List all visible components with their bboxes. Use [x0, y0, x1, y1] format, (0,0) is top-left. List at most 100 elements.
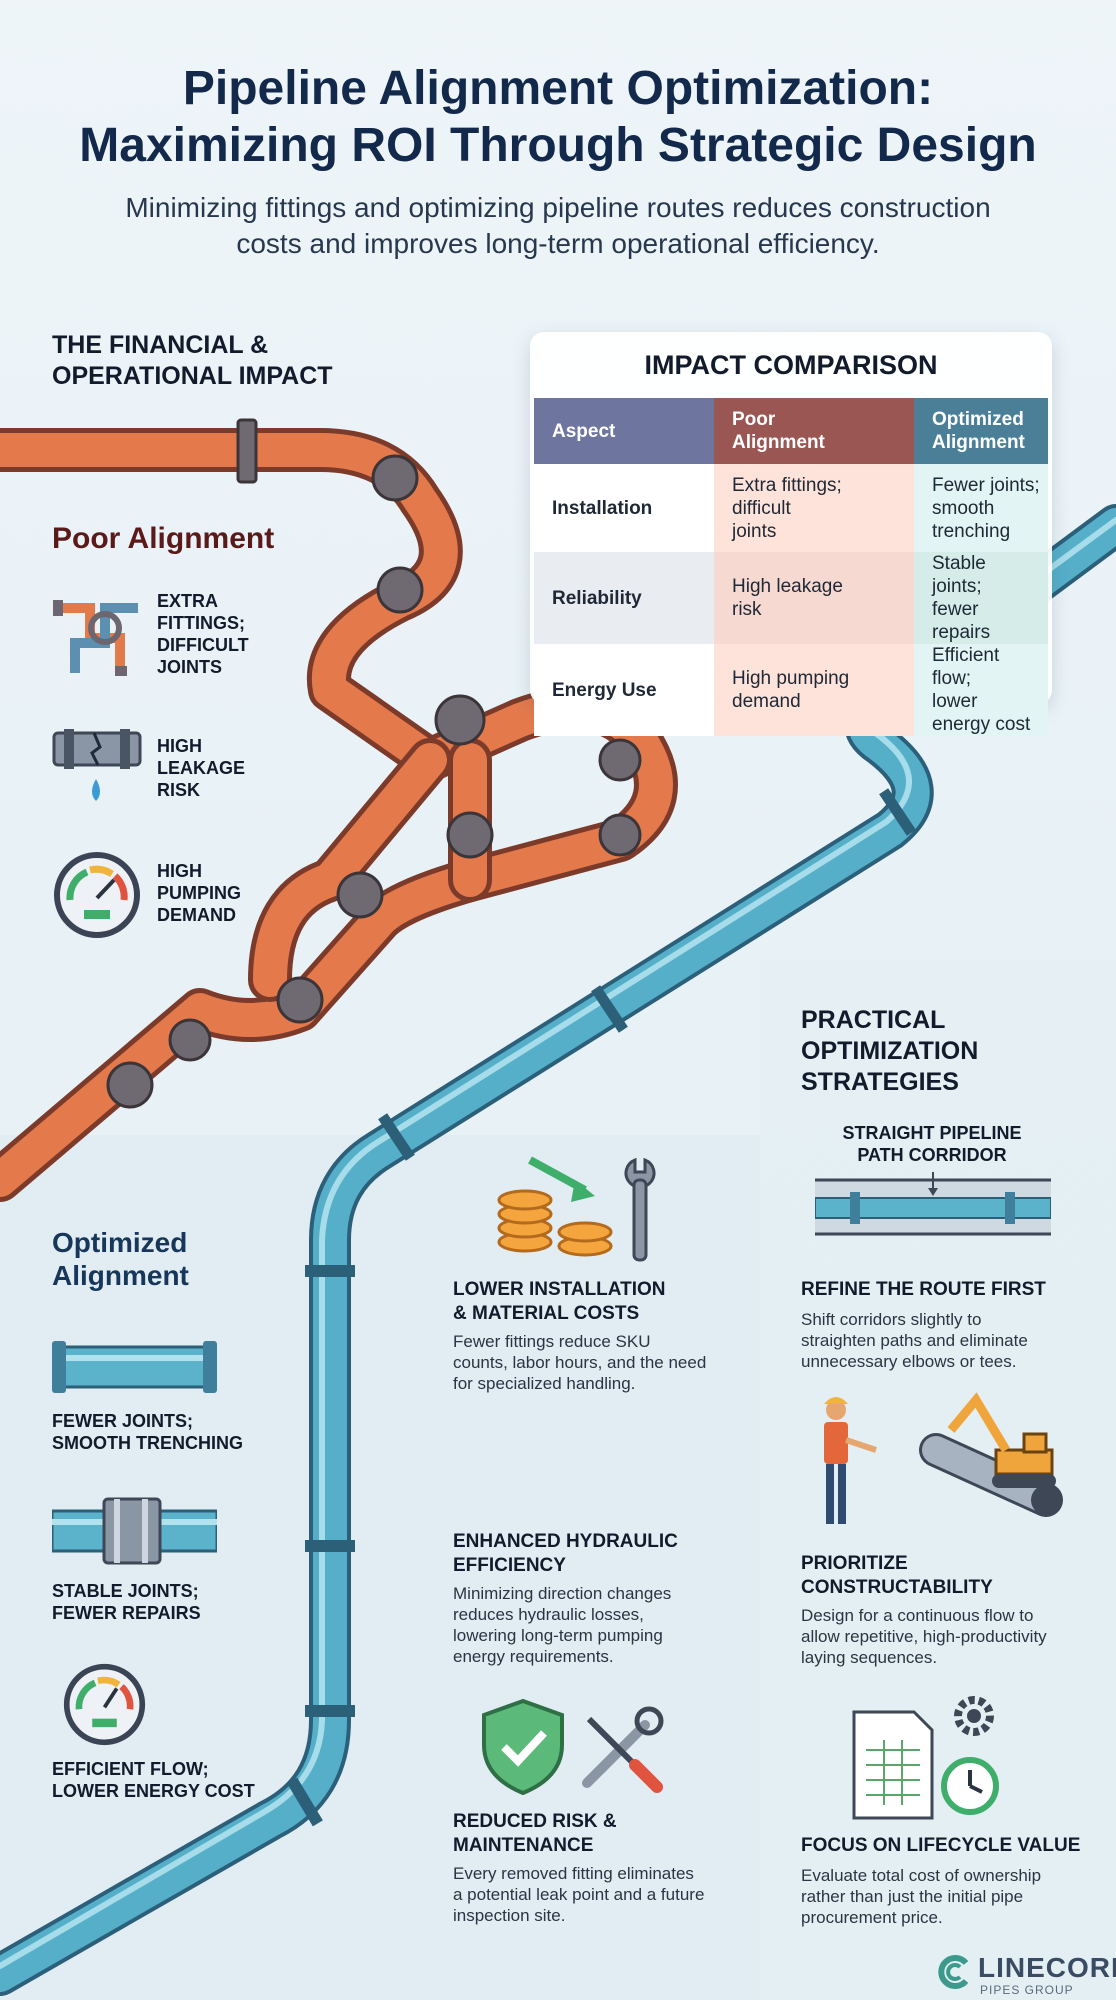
- label-line: JOINTS: [157, 657, 223, 677]
- cell-line: difficult: [732, 497, 791, 519]
- text-line: Shift corridors slightly to: [801, 1310, 982, 1329]
- heading-line: OPERATIONAL IMPACT: [52, 362, 333, 390]
- label-line: HIGH: [157, 861, 202, 881]
- table-title: IMPACT COMPARISON: [644, 350, 938, 380]
- corridor-label: STRAIGHT PIPELINE PATH CORRIDOR: [816, 1122, 1048, 1166]
- strategy-lifecycle-text: Evaluate total cost of ownership rather …: [801, 1865, 1041, 1928]
- text-line: rather than just the initial pipe: [801, 1887, 1024, 1906]
- page-subtitle: Minimizing fittings and optimizing pipel…: [60, 190, 1056, 262]
- label-line: RISK: [157, 780, 201, 800]
- shield-check-icon: [482, 1698, 564, 1796]
- strategies-heading: PRACTICAL OPTIMIZATION STRATEGIES: [801, 1005, 978, 1098]
- text-line: Design for a continuous flow to: [801, 1606, 1034, 1625]
- page-title: Pipeline Alignment Optimization: Maximiz…: [0, 60, 1116, 174]
- label-line: EXTRA: [157, 591, 219, 611]
- label-line: FEWER JOINTS;: [52, 1411, 194, 1431]
- table-row: Energy Use High pumping demand Efficient…: [534, 644, 1048, 736]
- benefit-cost-heading: LOWER INSTALLATION & MATERIAL COSTS: [453, 1278, 666, 1326]
- heading-line: MAINTENANCE: [453, 1835, 594, 1856]
- strategy-constructability-text: Design for a continuous flow to allow re…: [801, 1605, 1047, 1668]
- heading-line: REDUCED RISK &: [453, 1811, 617, 1832]
- straight-pipe-icon: [52, 1341, 217, 1393]
- optimized-alignment-heading: Optimized Alignment: [52, 1226, 189, 1292]
- text-line: unnecessary elbows or tees.: [801, 1352, 1017, 1371]
- header-line: Alignment: [932, 432, 1025, 453]
- coupled-pipe-icon: [52, 1497, 217, 1565]
- strategy-constructability-heading: PRIORITIZE CONSTRUCTABILITY: [801, 1552, 993, 1600]
- header-poor: Poor Alignment: [714, 398, 914, 464]
- label-line: DEMAND: [157, 905, 236, 925]
- benefit-risk-heading: REDUCED RISK & MAINTENANCE: [453, 1810, 617, 1858]
- header-line: Alignment: [732, 432, 825, 453]
- cell-poor: High leakage risk: [714, 552, 914, 644]
- cell-aspect: Energy Use: [534, 644, 714, 736]
- worker-excavator-icon: [824, 1392, 1063, 1524]
- heading-line: EFFICIENCY: [453, 1555, 566, 1576]
- heading-line: CONSTRUCTABILITY: [801, 1577, 993, 1598]
- label-line: FITTINGS;: [157, 613, 245, 633]
- spreadsheet-gear-clock-icon: [852, 1696, 999, 1820]
- cell-line: High pumping: [732, 668, 850, 689]
- subtitle-line: costs and improves long-term operational…: [236, 228, 880, 259]
- title-line: Maximizing ROI Through Strategic Design: [79, 119, 1037, 172]
- table-row: Installation Extra fittings; difficult j…: [534, 464, 1048, 552]
- cell-line: smooth: [932, 497, 995, 519]
- cell-poor: High pumping demand: [714, 644, 914, 736]
- label-line: LOWER ENERGY COST: [52, 1781, 255, 1801]
- brand-subtitle: PIPES GROUP: [980, 1983, 1074, 1997]
- straight-corridor-icon: [815, 1172, 1051, 1236]
- heading-line: OPTIMIZATION: [801, 1037, 979, 1065]
- label-line: FEWER REPAIRS: [52, 1603, 201, 1623]
- table-header-row: Aspect Poor Alignment Optimized Alignmen…: [534, 398, 1048, 464]
- heading-line: PRACTICAL: [801, 1006, 946, 1034]
- subtitle-line: Minimizing fittings and optimizing pipel…: [125, 192, 991, 223]
- cell-line: High leakage: [732, 576, 843, 597]
- poor-alignment-heading: Poor Alignment: [52, 522, 275, 555]
- benefit-risk-text: Every removed fitting eliminates a poten…: [453, 1863, 704, 1926]
- label-line: LEAKAGE: [157, 758, 246, 778]
- benefit-hydraulic-text: Minimizing direction changes reduces hyd…: [453, 1583, 671, 1667]
- heading-line: Optimized: [52, 1227, 188, 1258]
- crossed-tools-icon: [582, 1706, 664, 1793]
- cell-poor: Extra fittings; difficult joints: [714, 464, 914, 552]
- cell-line: Stable joints;: [932, 553, 986, 597]
- label-line: STABLE JOINTS;: [52, 1581, 199, 1601]
- title-line: Pipeline Alignment Optimization:: [182, 62, 934, 115]
- impact-comparison-table: Aspect Poor Alignment Optimized Alignmen…: [534, 398, 1048, 736]
- linecore-logo-icon: [938, 1955, 969, 1989]
- label-line: PATH CORRIDOR: [857, 1145, 1007, 1165]
- cell-line: Extra fittings;: [732, 474, 842, 496]
- label-line: HIGH: [157, 736, 202, 756]
- heading-line: STRATEGIES: [801, 1068, 959, 1096]
- label-line: EFFICIENT FLOW;: [52, 1759, 209, 1779]
- optimized-pipeline: [0, 504, 1116, 1996]
- cell-line: lower energy cost: [932, 691, 1031, 735]
- cell-line: joints: [732, 520, 777, 542]
- cell-aspect: Installation: [534, 464, 714, 552]
- poor-item-leakage: HIGH LEAKAGE RISK: [157, 735, 245, 801]
- benefit-cost-text: Fewer fittings reduce SKU counts, labor …: [453, 1331, 706, 1394]
- cell-line: risk: [732, 599, 762, 620]
- label-line: PUMPING: [157, 883, 242, 903]
- tangled-fittings-icon: [53, 600, 138, 676]
- leaking-pipe-icon: [52, 729, 142, 801]
- cell-optimized: Efficient flow; lower energy cost: [914, 644, 1048, 736]
- brand-name: LINECORE: [978, 1952, 1116, 1983]
- cell-line: demand: [732, 691, 801, 712]
- strategy-route-heading: REFINE THE ROUTE FIRST: [801, 1279, 1046, 1300]
- text-line: energy requirements.: [453, 1647, 614, 1666]
- cell-optimized: Fewer joints; smooth trenching: [914, 464, 1048, 552]
- text-line: Every removed fitting eliminates: [453, 1864, 694, 1883]
- text-line: inspection site.: [453, 1906, 566, 1925]
- text-line: a potential leak point and a future: [453, 1885, 705, 1904]
- impact-comparison-card: IMPACT COMPARISON Aspect Poor Alignment …: [530, 332, 1052, 736]
- text-line: straighten paths and eliminate: [801, 1331, 1028, 1350]
- strategy-route-text: Shift corridors slightly to straighten p…: [801, 1309, 1028, 1372]
- label-line: STRAIGHT PIPELINE: [842, 1123, 1022, 1143]
- header-optimized: Optimized Alignment: [914, 398, 1048, 464]
- heading-line: THE FINANCIAL &: [52, 331, 269, 359]
- text-line: reduces hydraulic losses,: [453, 1605, 644, 1624]
- heading-line: PRIORITIZE: [801, 1553, 908, 1574]
- text-line: Evaluate total cost of ownership: [801, 1866, 1042, 1885]
- label-line: SMOOTH TRENCHING: [52, 1433, 243, 1453]
